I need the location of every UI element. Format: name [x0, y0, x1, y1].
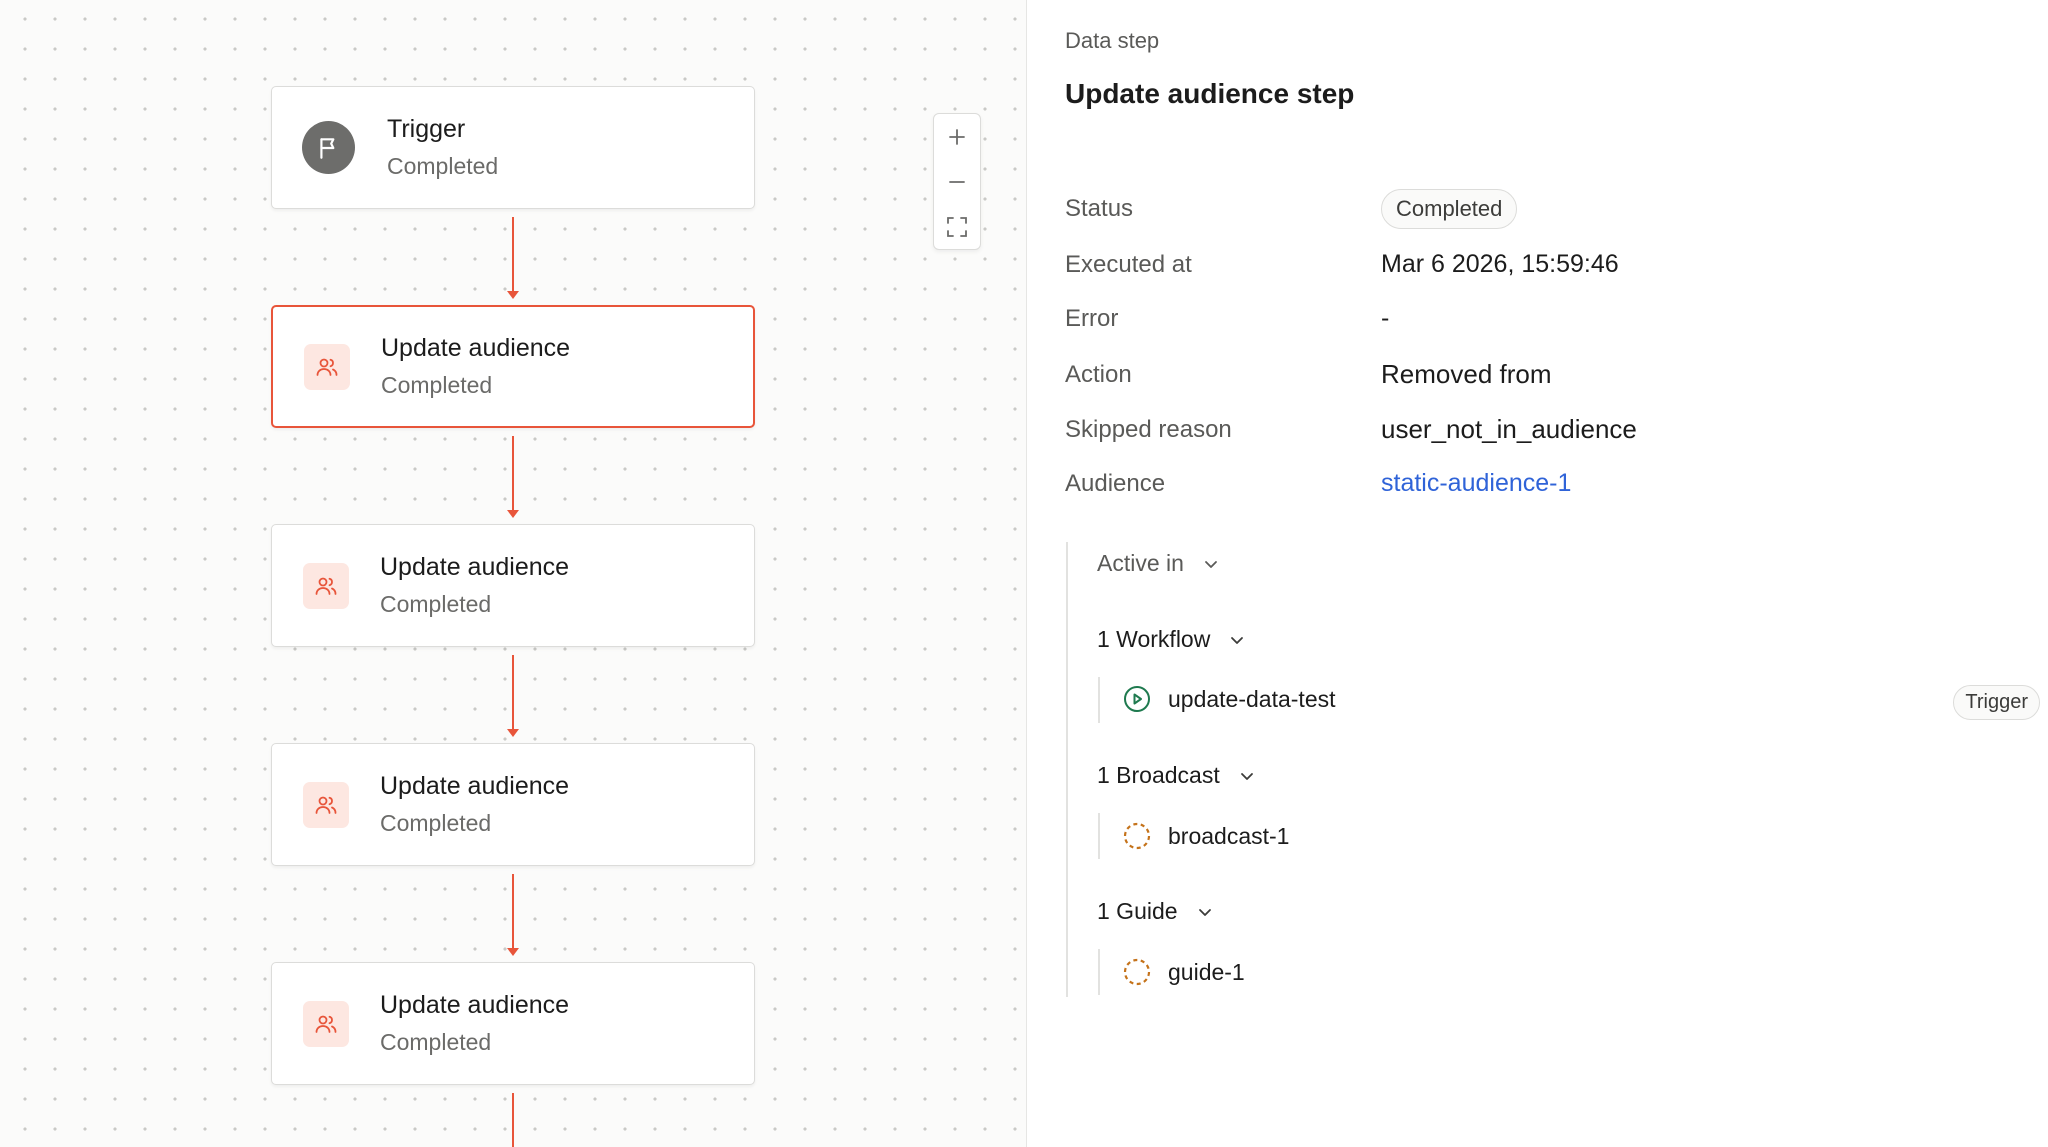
- connector-arrow: [507, 291, 519, 299]
- update-audience-node-4[interactable]: Update audience Completed: [271, 962, 755, 1085]
- active-in-toggle[interactable]: Active in: [1097, 550, 1220, 577]
- node-title: Update audience: [380, 552, 570, 581]
- broadcast-group-rail: [1098, 813, 1100, 859]
- workflow-item[interactable]: update-data-test: [1122, 684, 1336, 714]
- active-in-label: Active in: [1097, 550, 1184, 576]
- chevron-down-icon: [1196, 903, 1214, 921]
- users-icon: [303, 1000, 349, 1047]
- workflow-group-toggle[interactable]: 1 Workflow: [1097, 626, 1246, 653]
- broadcast-group-label: 1 Broadcast: [1097, 762, 1220, 788]
- node-status: Completed: [381, 371, 493, 398]
- zoom-in-button[interactable]: [934, 114, 980, 159]
- update-audience-node-3[interactable]: Update audience Completed: [271, 743, 755, 866]
- field-label: Error: [1065, 304, 1119, 332]
- panel-title: Update audience step: [1065, 78, 1355, 109]
- guide-item-name: guide-1: [1168, 958, 1245, 985]
- minus-icon: [949, 180, 965, 183]
- audience-link[interactable]: static-audience-1: [1381, 469, 1572, 497]
- chevron-down-icon: [1202, 555, 1220, 573]
- node-status: Completed: [380, 1028, 492, 1055]
- broadcast-group-toggle[interactable]: 1 Broadcast: [1097, 762, 1256, 789]
- trigger-tag: Trigger: [1953, 685, 2040, 720]
- field-label: Action: [1065, 360, 1132, 388]
- executed-at-row: Executed at Mar 6 2026, 15:59:46: [1065, 250, 1619, 279]
- users-icon: [304, 343, 350, 390]
- users-icon: [303, 781, 349, 828]
- guide-group-label: 1 Guide: [1097, 898, 1178, 924]
- node-title: Update audience: [381, 333, 571, 362]
- field-label: Status: [1065, 195, 1134, 222]
- panel-eyebrow: Data step: [1065, 28, 1160, 53]
- workflow-group-rail: [1098, 677, 1100, 723]
- connector-arrow: [507, 948, 519, 956]
- node-status: Completed: [380, 809, 492, 836]
- field-label: Audience: [1065, 469, 1166, 497]
- guide-group-toggle[interactable]: 1 Guide: [1097, 898, 1214, 925]
- active-in-rail: [1066, 542, 1068, 997]
- connector-line: [512, 217, 514, 292]
- dashed-circle-icon: [1122, 821, 1152, 851]
- node-title: Update audience: [380, 771, 570, 800]
- dashed-circle-icon: [1122, 957, 1152, 987]
- field-label: Skipped reason: [1065, 415, 1232, 443]
- action-row: Action Removed from: [1065, 359, 1552, 390]
- skipped-reason-value: user_not_in_audience: [1381, 414, 1637, 444]
- workflow-canvas[interactable]: Trigger Completed Update audience Comple…: [0, 0, 1027, 1147]
- node-status: Completed: [387, 152, 499, 179]
- plus-icon: [949, 128, 965, 145]
- broadcast-item[interactable]: broadcast-1: [1122, 821, 1289, 851]
- update-audience-node-2[interactable]: Update audience Completed: [271, 524, 755, 647]
- guide-group-rail: [1098, 949, 1100, 995]
- zoom-controls: [933, 113, 981, 250]
- step-detail-panel: Data step Update audience step Status Co…: [1028, 0, 2048, 1147]
- connector-line: [512, 436, 514, 511]
- audience-row: Audience static-audience-1: [1065, 469, 1571, 498]
- workflow-group-label: 1 Workflow: [1097, 626, 1211, 652]
- node-title: Update audience: [380, 990, 570, 1019]
- update-audience-node-1[interactable]: Update audience Completed: [271, 305, 755, 428]
- trigger-node[interactable]: Trigger Completed: [271, 86, 755, 209]
- connector-line: [512, 874, 514, 949]
- executed-at-value: Mar 6 2026, 15:59:46: [1381, 250, 1619, 278]
- action-value: Removed from: [1381, 359, 1552, 389]
- guide-item[interactable]: guide-1: [1122, 957, 1245, 987]
- node-status: Completed: [380, 590, 492, 617]
- error-value: -: [1381, 304, 1390, 332]
- broadcast-item-name: broadcast-1: [1168, 822, 1290, 849]
- connector-line: [512, 655, 514, 730]
- field-label: Executed at: [1065, 250, 1192, 278]
- connector-arrow: [507, 729, 519, 737]
- node-title: Trigger: [387, 114, 466, 143]
- error-row: Error -: [1065, 304, 1389, 333]
- users-icon: [303, 562, 349, 609]
- flag-icon: [302, 121, 355, 174]
- chevron-down-icon: [1238, 767, 1256, 785]
- zoom-out-button[interactable]: [934, 159, 980, 204]
- status-badge: Completed: [1381, 189, 1518, 229]
- play-circle-icon: [1122, 684, 1152, 714]
- chevron-down-icon: [1228, 631, 1246, 649]
- connector-arrow: [507, 510, 519, 518]
- fit-view-button[interactable]: [934, 204, 980, 249]
- status-row: Status Completed: [1065, 189, 1518, 229]
- fullscreen-icon: [947, 216, 967, 237]
- workflow-item-name: update-data-test: [1168, 685, 1336, 712]
- connector-line: [512, 1093, 514, 1147]
- skipped-reason-row: Skipped reason user_not_in_audience: [1065, 414, 1637, 445]
